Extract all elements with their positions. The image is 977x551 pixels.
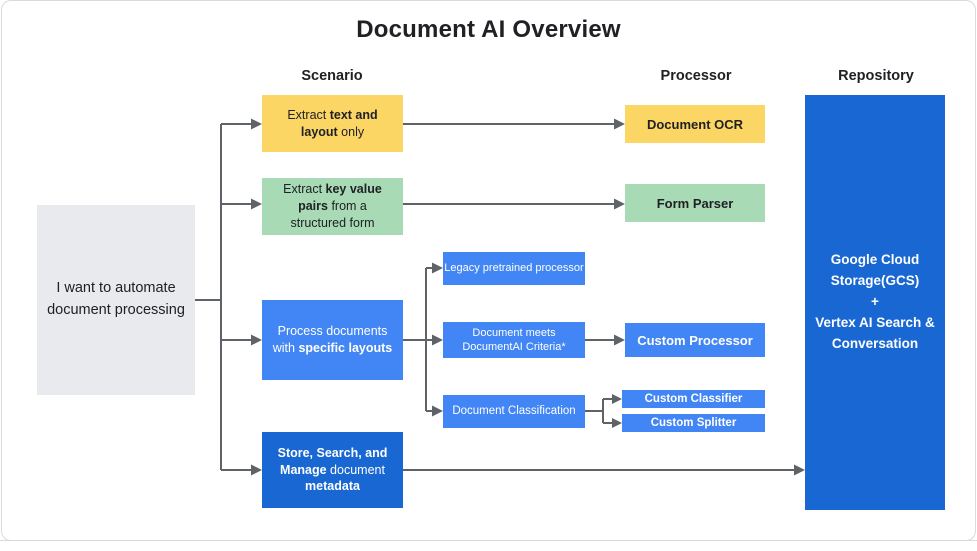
processor-custom-splitter: Custom Splitter	[622, 414, 765, 432]
column-header-repository: Repository	[838, 68, 914, 84]
scenario-extract-key-value: Extract key value pairs from a structure…	[262, 178, 403, 235]
processor-document-ocr: Document OCR	[625, 105, 765, 143]
scenario-store-search-manage: Store, Search, and Manage document metad…	[262, 432, 403, 508]
processor-custom-classifier: Custom Classifier	[622, 390, 765, 408]
node-document-classification: Document Classification	[443, 395, 585, 428]
node-label: Document meets DocumentAI Criteria*	[462, 326, 566, 353]
scenario-label: Extract key value pairs from a structure…	[283, 182, 382, 230]
scenario-label: Store, Search, and Manage document metad…	[277, 445, 388, 494]
processor-custom-processor: Custom Processor	[625, 323, 765, 357]
scenario-extract-text-layout: Extract text and layout only	[262, 95, 403, 152]
column-header-processor: Processor	[660, 68, 732, 84]
repository-line-2: Vertex AI Search & Conversation	[815, 314, 935, 351]
node-documentai-criteria: Document meets DocumentAI Criteria*	[443, 322, 585, 358]
processor-label: Form Parser	[656, 195, 734, 211]
scenario-label: Extract text and layout only	[287, 107, 378, 139]
column-header-scenario: Scenario	[301, 68, 363, 84]
processor-form-parser: Form Parser	[625, 184, 765, 222]
repository-line-1: Google Cloud Storage(GCS)	[830, 252, 920, 289]
bottom-divider	[0, 540, 977, 541]
processor-label: Custom Processor	[637, 332, 753, 348]
scenario-label: Process documents with specific layouts	[272, 324, 393, 355]
start-node-label: I want to automate document processing	[47, 280, 185, 318]
node-label: Document Classification	[452, 405, 576, 418]
repository-node: Google Cloud Storage(GCS) + Vertex AI Se…	[805, 95, 945, 510]
diagram-title: Document AI Overview	[356, 16, 621, 43]
start-node: I want to automate document processing	[37, 205, 195, 395]
processor-label: Document OCR	[646, 116, 744, 132]
processor-label: Custom Classifier	[644, 393, 743, 405]
node-label: Legacy pretrained processor	[444, 262, 584, 275]
scenario-specific-layouts: Process documents with specific layouts	[262, 300, 403, 380]
node-legacy-pretrained-processor: Legacy pretrained processor	[443, 252, 585, 285]
processor-label: Custom Splitter	[650, 417, 737, 429]
repository-plus: +	[871, 294, 879, 310]
